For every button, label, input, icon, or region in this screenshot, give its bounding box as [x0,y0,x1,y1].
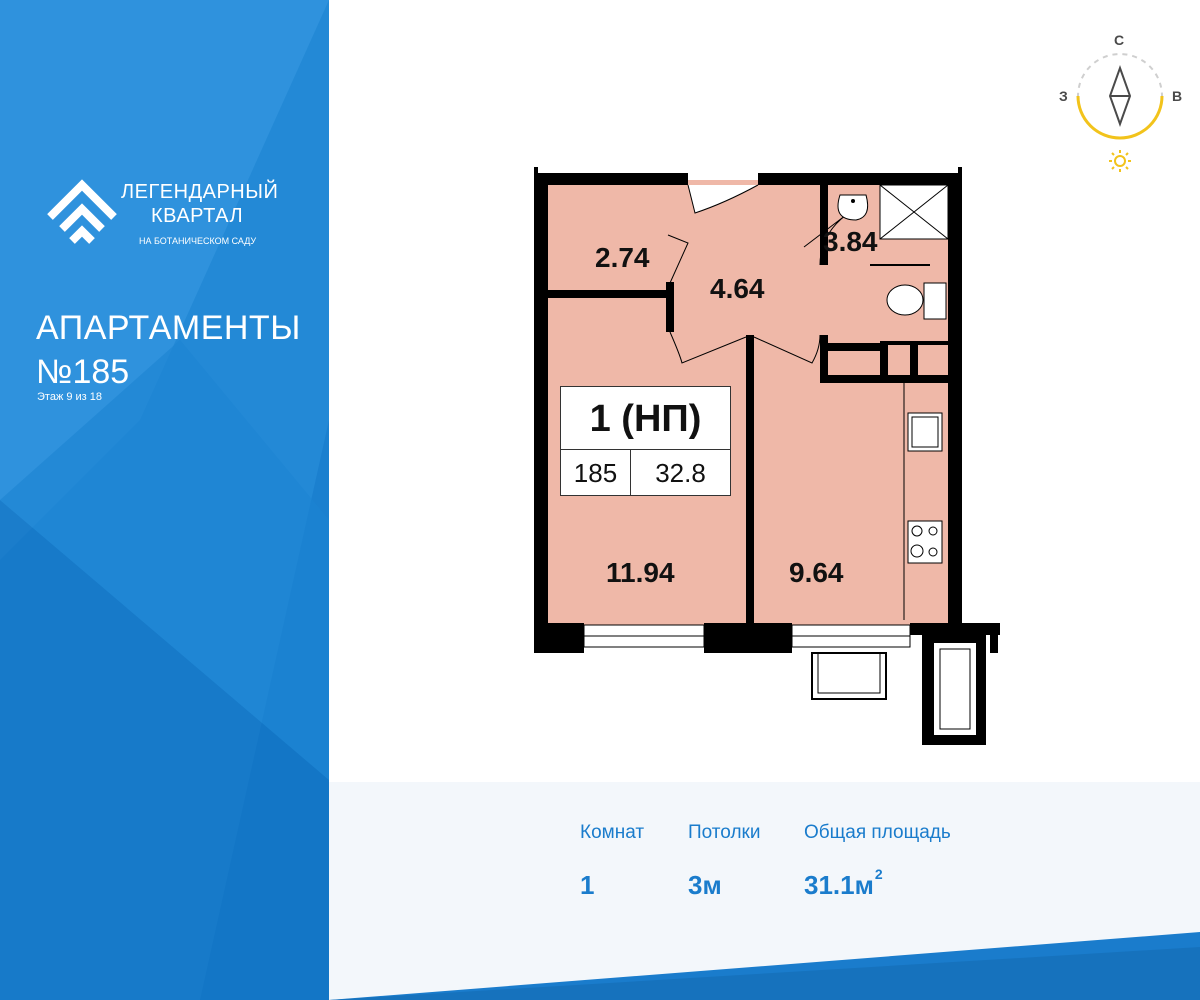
room-area-storage: 2.74 [595,242,650,273]
apartment-floor: Этаж 9 из 18 [37,391,103,403]
apartment-card-area: 32.8 [655,458,706,488]
sidebar: ЛЕГЕНДАРНЫЙ КВАРТАЛ НА БОТАНИЧЕСКОМ САДУ… [0,0,329,1000]
brand-tagline: НА БОТАНИЧЕСКОМ САДУ [139,236,257,246]
floor-plan: 2.74 4.64 3.84 11.94 9.64 1 (НП) 185 32.… [520,165,1010,755]
compass-north-label: С [1114,32,1125,48]
room-area-hall: 4.64 [710,273,765,304]
stat-ceiling: Потолки 3м [688,822,760,901]
apartment-type: 1 (НП) [561,387,730,450]
stat-area-value: 31.1м [804,870,874,900]
brand-logo: ЛЕГЕНДАРНЫЙ КВАРТАЛ НА БОТАНИЧЕСКОМ САДУ [46,175,306,255]
stat-rooms-value: 1 [580,870,595,900]
room-area-kitchen: 9.64 [789,557,844,588]
apartment-number: №185 [36,353,130,391]
compass-icon [1076,53,1164,172]
stat-area-value-wrap: 31.1м2 [804,866,951,901]
room-area-living: 11.94 [606,557,675,588]
stat-area-label: Общая площадь [804,822,951,843]
logo-mark-icon [47,179,117,244]
stat-rooms-label: Комнат [580,822,645,843]
apartment-title: АПАРТАМЕНТЫ [36,309,301,347]
stat-area-unit: 2 [874,866,883,882]
compass: С З В [1050,28,1190,178]
stat-area: Общая площадь 31.1м2 [804,822,951,901]
bottom-band-decoration [329,932,1200,1000]
stat-rooms: Комнат 1 [580,822,644,901]
compass-east-label: В [1172,88,1183,104]
compass-west-label: З [1059,88,1068,104]
apartment-card-number: 185 [561,450,631,495]
floor-plan-drawing [534,167,1000,745]
stat-ceiling-value: 3м [688,870,722,900]
sidebar-background [0,0,329,1000]
brand-name-line1: ЛЕГЕНДАРНЫЙ [121,181,279,203]
sun-icon [1109,150,1131,172]
bottom-band [329,782,1200,1000]
room-area-bathroom: 3.84 [823,226,878,257]
apartment-info-card: 1 (НП) 185 32.8 [560,386,731,496]
stat-ceiling-label: Потолки [688,822,761,843]
brand-name-line2: КВАРТАЛ [151,205,244,227]
